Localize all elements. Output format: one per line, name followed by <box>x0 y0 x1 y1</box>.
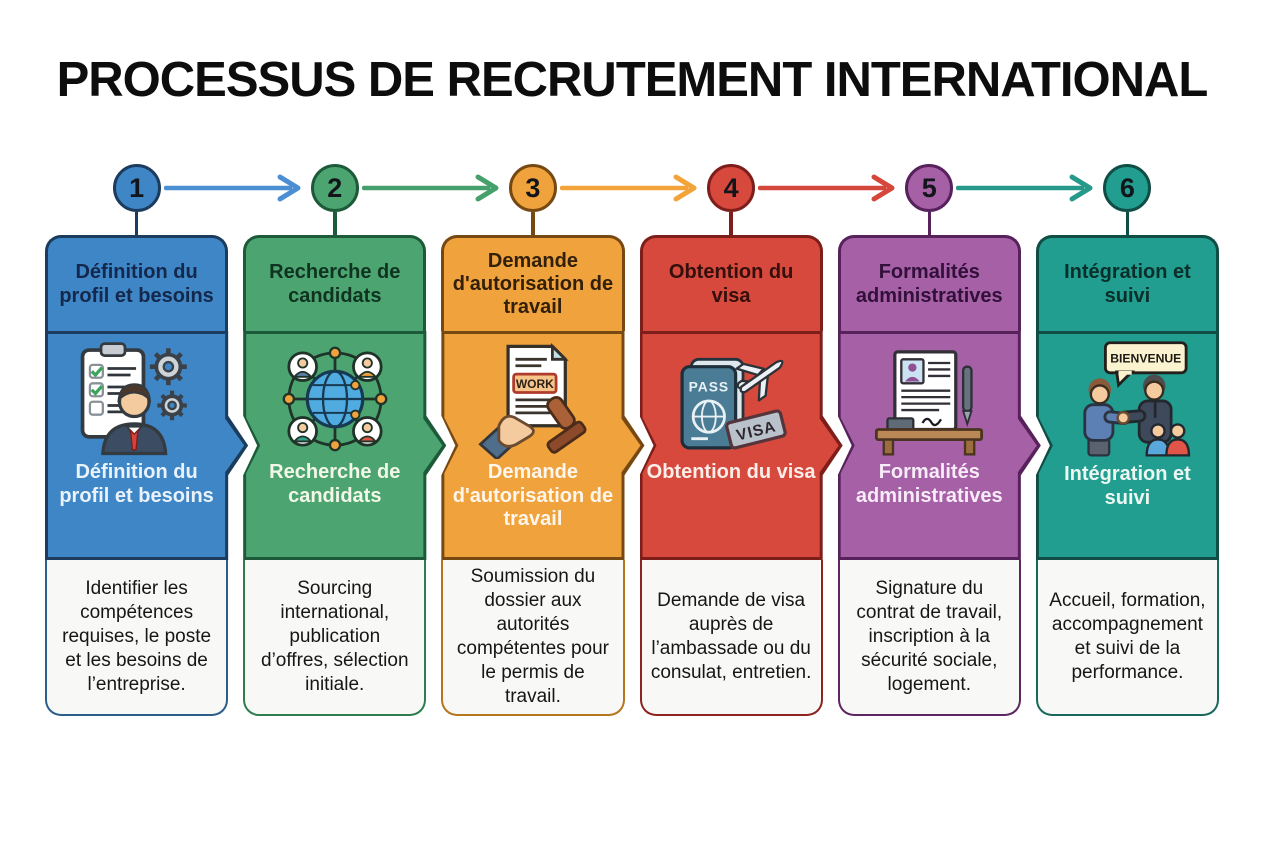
step-bubble-2: 2 <box>243 160 426 235</box>
step-header-title: Demande d'autorisation de travail <box>441 235 625 331</box>
right-arrow-icon <box>758 173 902 203</box>
connector-stem <box>729 212 733 235</box>
step-column-3: Demande d'autorisation de travail WORK <box>441 235 624 716</box>
connector-stem <box>134 212 139 235</box>
step-bubble-1: 1 <box>45 160 228 235</box>
step-body: Formalités administratives <box>838 331 1021 560</box>
svg-text:BIENVENUE: BIENVENUE <box>1111 351 1182 365</box>
work-permit-document-stamp-icon: WORK <box>470 339 596 459</box>
contract-signing-desk-pen-icon <box>866 339 992 459</box>
title-area: PROCESSUS DE RECRUTEMENT INTERNATIONAL <box>0 0 1264 160</box>
step-body-label: Définition du profil et besoins <box>59 461 214 507</box>
step-number-badge: 6 <box>1103 164 1152 212</box>
step-bubble-6: 6 <box>1036 160 1219 235</box>
step-bubble-5: 5 <box>838 160 1021 235</box>
step-description: Signature du contrat de travail, inscrip… <box>837 560 1021 716</box>
step-header-title: Recherche de candidats <box>243 235 427 331</box>
step-body: WORK <box>441 331 624 560</box>
step-number-badge: 3 <box>508 164 557 212</box>
step-header-title: Formalités administratives <box>837 235 1021 331</box>
step-number-row: 1 2 3 4 5 6 <box>0 160 1264 235</box>
svg-text:WORK: WORK <box>516 377 554 391</box>
step-description: Identifier les compétences requises, le … <box>45 560 229 716</box>
step-description: Accueil, formation, accompagnement et su… <box>1035 560 1220 716</box>
right-arrow-icon <box>164 173 308 203</box>
step-body: Définition du profil et besoins <box>45 331 228 560</box>
step-description: Sourcing international, publication d’of… <box>243 560 427 716</box>
page-title: PROCESSUS DE RECRUTEMENT INTERNATIONAL <box>56 53 1209 107</box>
step-header-title: Obtention du visa <box>639 235 823 331</box>
step-body: PASS <box>640 331 823 560</box>
global-candidates-network-icon <box>272 339 398 459</box>
step-number-badge: 2 <box>310 164 359 212</box>
step-header-title: Définition du profil et besoins <box>45 235 229 331</box>
step-number-badge: 1 <box>112 164 161 212</box>
right-arrow-icon <box>956 173 1100 203</box>
step-bubble-3: 3 <box>441 160 624 235</box>
step-number-badge: 5 <box>905 164 954 212</box>
step-column-4: Obtention du visa PASS <box>639 235 823 716</box>
welcome-handshake-team-icon: BIENVENUE <box>1062 339 1192 461</box>
passport-visa-airplane-icon: PASS <box>668 339 794 459</box>
step-body-label: Obtention du visa <box>646 461 816 483</box>
step-column-2: Recherche de candidats <box>243 235 426 716</box>
connector-stem <box>333 212 337 235</box>
step-body: BIENVENUE <box>1035 331 1220 560</box>
connector-stem <box>531 212 535 235</box>
right-arrow-icon <box>362 173 506 203</box>
steps-row: Définition du profil et besoins <box>0 235 1264 716</box>
step-number-badge: 4 <box>707 164 756 212</box>
step-description: Soumission du dossier aux autorités comp… <box>441 560 625 716</box>
clipboard-checklist-manager-gears-icon <box>74 339 200 459</box>
step-body: Recherche de candidats <box>243 331 426 560</box>
connector-stem <box>1125 212 1130 235</box>
step-body-label: Formalités administratives <box>855 461 1003 507</box>
card-chevron-fill <box>243 331 446 560</box>
step-column-1: Définition du profil et besoins <box>45 235 228 716</box>
right-arrow-icon <box>560 173 704 203</box>
step-header-title: Intégration et suivi <box>1035 235 1220 331</box>
step-body-label: Demande d'autorisation de travail <box>452 461 614 531</box>
step-column-5: Formalités administratives <box>837 235 1021 716</box>
step-bubble-4: 4 <box>640 160 823 235</box>
svg-text:PASS: PASS <box>689 379 729 395</box>
step-column-6: Intégration et suivi BIENVENUE <box>1035 235 1220 716</box>
connector-stem <box>927 212 932 235</box>
step-description: Demande de visa auprès de l’ambassade ou… <box>639 560 823 716</box>
step-body-label: Intégration et suivi <box>1064 463 1191 509</box>
step-body-label: Recherche de candidats <box>269 461 401 507</box>
